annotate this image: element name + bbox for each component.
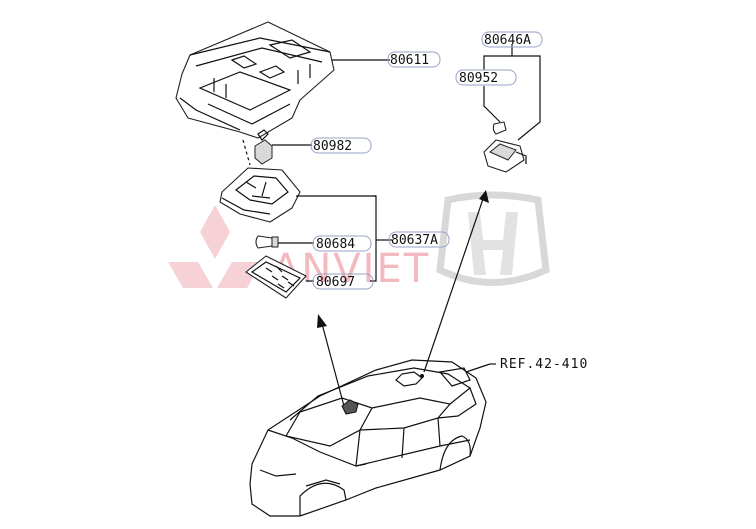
- part-80697-lens: [245, 255, 307, 299]
- leader-80646a-b: [483, 55, 512, 70]
- car-outline: [249, 359, 487, 517]
- svg-text:80646A: 80646A: [484, 33, 531, 48]
- label-80684[interactable]: 80684: [312, 235, 372, 252]
- car-front-lamp-location: [341, 399, 359, 415]
- arrow-rear-lamp: [423, 195, 485, 373]
- part-80982-clip: [254, 129, 273, 165]
- svg-text:80697: 80697: [316, 275, 355, 290]
- svg-text:80611: 80611: [390, 53, 429, 68]
- label-80952[interactable]: 80952: [455, 69, 517, 86]
- leader-80646a: [511, 44, 541, 141]
- part-80952-bulb: [492, 121, 507, 135]
- car-rear-lamp-location: [420, 374, 424, 378]
- label-80697[interactable]: 80697: [312, 273, 374, 290]
- leader-ref: [465, 363, 491, 373]
- honda-logo: [436, 191, 550, 286]
- mitsubishi-logo: [168, 205, 262, 288]
- part-80611-housing: [175, 21, 335, 139]
- svg-text:80952: 80952: [459, 71, 498, 86]
- leader-80952: [483, 86, 501, 123]
- label-80637a[interactable]: 80637A: [388, 231, 450, 248]
- guide-line-1: [242, 139, 251, 166]
- arrow-rear-head: [479, 190, 489, 203]
- label-80611[interactable]: 80611: [387, 51, 441, 68]
- svg-text:80684: 80684: [316, 237, 355, 252]
- part-80637a-lamp-body: [219, 167, 301, 223]
- part-80684-bulb: [255, 235, 279, 249]
- svg-text:80982: 80982: [313, 139, 352, 154]
- svg-text:80637A: 80637A: [391, 233, 438, 248]
- label-80982[interactable]: 80982: [310, 137, 372, 154]
- arrow-front-lamp: [320, 319, 345, 407]
- label-80646a[interactable]: 80646A: [481, 31, 543, 48]
- arrow-front-head: [317, 314, 327, 328]
- part-80646a-lamp: [483, 139, 527, 173]
- reference-label[interactable]: REF.42-410: [500, 357, 588, 372]
